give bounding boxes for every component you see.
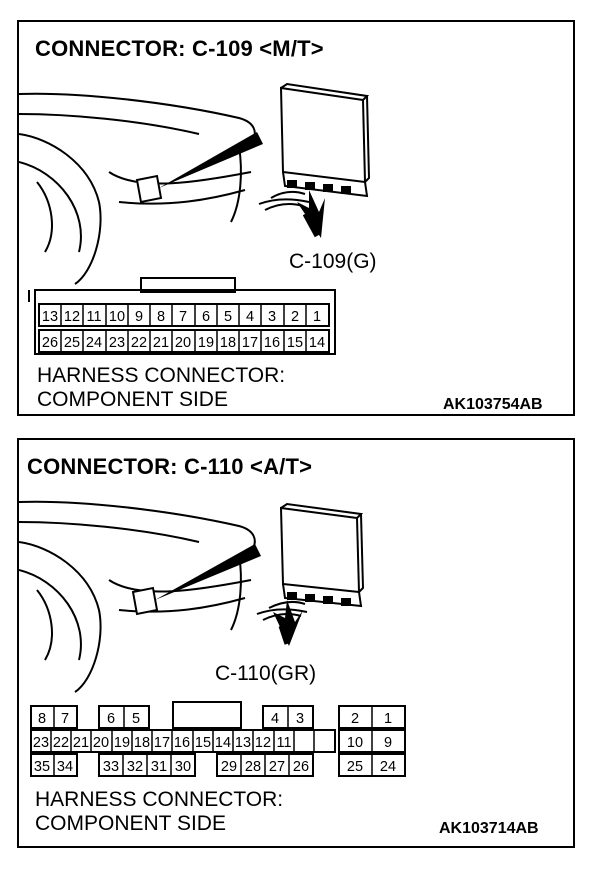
pin-label: 18 <box>134 735 150 751</box>
pin-label: 24 <box>380 759 396 775</box>
pin-row-3: 35 34 33 32 31 30 29 28 27 26 25 24 <box>34 759 396 775</box>
pin-label: 3 <box>268 309 276 325</box>
pin-label: 7 <box>61 711 69 727</box>
dashboard-illustration <box>19 82 371 285</box>
pin-label: 20 <box>175 335 191 351</box>
harness-caption: HARNESS CONNECTOR: COMPONENT SIDE <box>37 364 285 412</box>
pin-label: 23 <box>33 735 49 751</box>
pin-label: 15 <box>287 335 303 351</box>
pin-label: 10 <box>109 309 125 325</box>
pin-label: 5 <box>132 711 140 727</box>
pin-label: 14 <box>309 335 325 351</box>
pin-label: 6 <box>107 711 115 727</box>
pin-label: 21 <box>153 335 169 351</box>
pin-label: 2 <box>291 309 299 325</box>
harness-caption: HARNESS CONNECTOR: COMPONENT SIDE <box>35 788 283 836</box>
pin-label: 31 <box>151 759 167 775</box>
pin-label: 19 <box>198 335 214 351</box>
pin-label: 22 <box>131 335 147 351</box>
pin-label: 9 <box>135 309 143 325</box>
pin-label: 30 <box>175 759 191 775</box>
connector-c109-panel: CONNECTOR: C-109 <M/T> <box>17 20 575 416</box>
pin-label: 35 <box>34 759 50 775</box>
pin-label: 17 <box>242 335 258 351</box>
pin-label: 24 <box>86 335 102 351</box>
harness-caption-line2: COMPONENT SIDE <box>37 388 228 411</box>
part-number: AK103754AB <box>443 396 543 413</box>
pin-label: 7 <box>179 309 187 325</box>
dashboard-illustration <box>19 500 365 693</box>
pin-label: 16 <box>264 335 280 351</box>
panel-title: CONNECTOR: C-109 <M/T> <box>35 36 324 61</box>
harness-caption-line2: COMPONENT SIDE <box>35 812 226 835</box>
pin-label: 34 <box>57 759 73 775</box>
pin-label: 18 <box>220 335 236 351</box>
pin-label: 2 <box>351 711 359 727</box>
pin-label: 13 <box>235 735 251 751</box>
pin-label: 26 <box>42 335 58 351</box>
panel-title: CONNECTOR: C-110 <A/T> <box>27 454 313 479</box>
pin-label: 19 <box>114 735 130 751</box>
pin-label: 20 <box>93 735 109 751</box>
pin-label: 28 <box>245 759 261 775</box>
pin-row-top: 13 12 11 10 9 8 7 6 5 4 3 2 1 <box>42 309 321 325</box>
pin-label: 25 <box>347 759 363 775</box>
pin-label: 21 <box>73 735 89 751</box>
connector-callout-label: C-109(G) <box>289 250 377 273</box>
pin-label: 16 <box>174 735 190 751</box>
pin-row-2: 23 22 21 20 19 18 17 16 15 14 13 12 11 1… <box>33 735 392 751</box>
pin-label: 8 <box>38 711 46 727</box>
pin-label: 12 <box>255 735 271 751</box>
pin-label: 6 <box>202 309 210 325</box>
pin-layout-c109: 13 12 11 10 9 8 7 6 5 4 3 2 1 26 25 24 2… <box>28 277 336 355</box>
pin-label: 22 <box>53 735 69 751</box>
pin-label: 1 <box>313 309 321 325</box>
pin-label: 11 <box>86 309 101 325</box>
harness-caption-line1: HARNESS CONNECTOR: <box>37 364 286 387</box>
connector-callout-label: C-110(GR) <box>215 662 317 685</box>
pin-label: 17 <box>154 735 170 751</box>
pin-label: 14 <box>215 735 231 751</box>
part-number: AK103714AB <box>439 820 539 837</box>
pin-label: 4 <box>271 711 279 727</box>
pin-label: 11 <box>276 735 291 751</box>
pin-label: 25 <box>64 335 80 351</box>
pin-label: 32 <box>127 759 143 775</box>
pin-label: 23 <box>109 335 125 351</box>
pin-label: 9 <box>384 735 392 751</box>
pin-label: 10 <box>347 735 363 751</box>
pin-label: 15 <box>195 735 211 751</box>
pin-row-1: 8 7 6 5 4 3 2 1 <box>38 711 392 727</box>
pin-row-bottom: 26 25 24 23 22 21 20 19 18 17 16 15 14 <box>42 335 325 351</box>
pin-label: 27 <box>269 759 285 775</box>
pin-label: 29 <box>221 759 237 775</box>
pin-label: 8 <box>157 309 165 325</box>
pin-label: 5 <box>224 309 232 325</box>
pin-label: 4 <box>246 309 254 325</box>
connector-c110-panel: CONNECTOR: C-110 <A/T> <box>17 438 575 848</box>
pin-layout-c110: 8 7 6 5 4 3 2 1 23 22 21 20 19 18 17 16 … <box>30 701 406 777</box>
pin-label: 1 <box>384 711 392 727</box>
harness-caption-line1: HARNESS CONNECTOR: <box>35 788 284 811</box>
pin-label: 13 <box>42 309 58 325</box>
pin-label: 12 <box>64 309 80 325</box>
pin-label: 26 <box>293 759 309 775</box>
pin-label: 33 <box>103 759 119 775</box>
pin-label: 3 <box>296 711 304 727</box>
